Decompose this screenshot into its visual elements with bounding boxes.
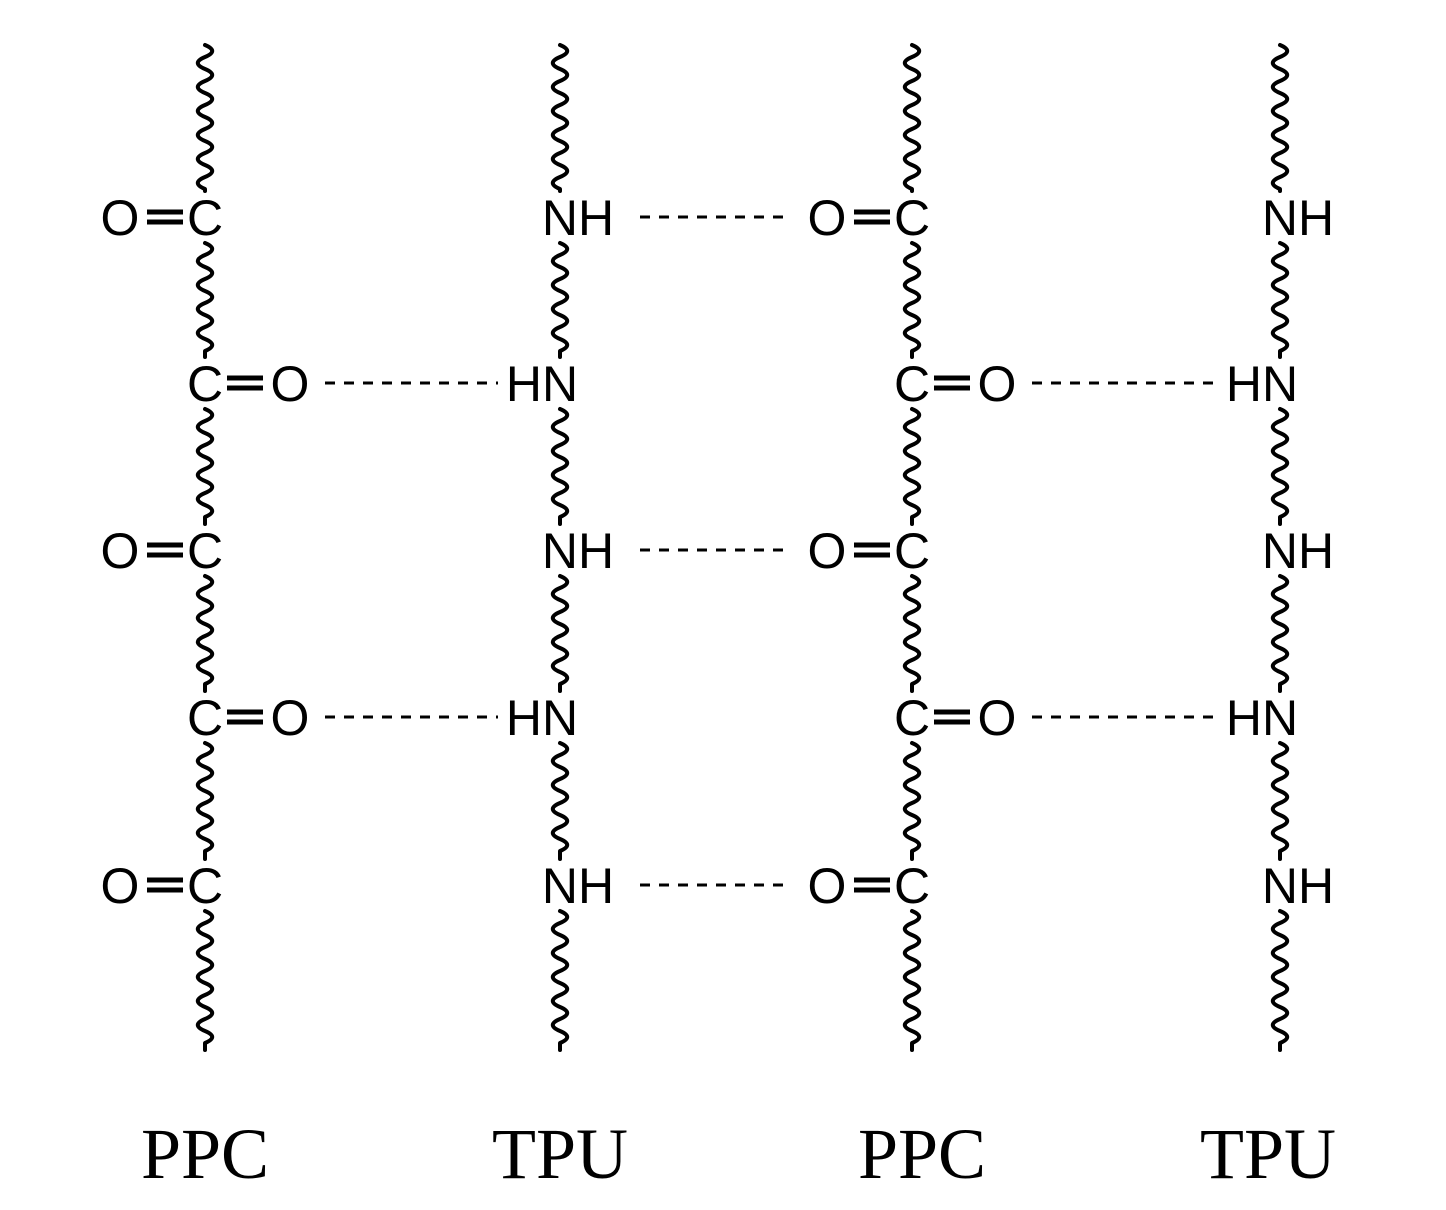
carbon-atom: C <box>187 858 223 914</box>
backbone-segment <box>195 43 215 193</box>
amine-group: HN <box>1226 690 1298 746</box>
amine-group: HN <box>506 356 578 412</box>
backbone-segment <box>902 574 922 693</box>
oxygen-atom: O <box>808 858 847 914</box>
caption-chain-3: PPC <box>858 1114 986 1194</box>
hydrogen-bonds-layer <box>325 215 1218 887</box>
carbon-atom: C <box>187 190 223 246</box>
backbone-segment <box>550 741 570 861</box>
backbone-segment <box>195 241 215 359</box>
backbone-segment <box>1270 909 1290 1052</box>
backbone-segment <box>902 407 922 526</box>
oxygen-atom: O <box>101 858 140 914</box>
backbone-segment <box>1270 407 1290 526</box>
backbone-segment <box>1270 741 1290 861</box>
amine-group: HN <box>1226 356 1298 412</box>
carbon-atom: C <box>187 356 223 412</box>
oxygen-atom: O <box>101 523 140 579</box>
caption-chain-2: TPU <box>492 1114 628 1194</box>
backbone-segment <box>550 43 570 193</box>
oxygen-atom: O <box>101 190 140 246</box>
amine-group: NH <box>1262 523 1334 579</box>
backbone-segment <box>195 909 215 1052</box>
amine-group: NH <box>1262 190 1334 246</box>
backbone-segment <box>195 741 215 861</box>
oxygen-atom: O <box>808 190 847 246</box>
carbon-atom: C <box>894 190 930 246</box>
oxygen-atom: O <box>978 690 1017 746</box>
amine-group: NH <box>542 523 614 579</box>
caption-chain-4: TPU <box>1200 1114 1336 1194</box>
amine-group: NH <box>1262 858 1334 914</box>
amine-group: NH <box>542 858 614 914</box>
backbone-segment <box>550 909 570 1052</box>
carbon-atom: C <box>894 523 930 579</box>
chain-2: NH HN NH HN NH <box>506 43 614 1052</box>
backbone-segment <box>1270 574 1290 693</box>
oxygen-atom: O <box>271 356 310 412</box>
backbone-segment <box>1270 43 1290 193</box>
amine-group: HN <box>506 690 578 746</box>
chain-captions: PPC TPU PPC TPU <box>141 1114 1336 1194</box>
carbon-atom: C <box>894 858 930 914</box>
backbone-segment <box>902 741 922 861</box>
carbon-atom: C <box>894 690 930 746</box>
amine-group: NH <box>542 190 614 246</box>
carbon-atom: C <box>894 356 930 412</box>
backbone-segment <box>550 241 570 359</box>
backbone-segment <box>902 909 922 1052</box>
backbone-segment <box>1270 241 1290 359</box>
backbone-segment <box>550 574 570 693</box>
backbone-segment <box>195 574 215 693</box>
backbone-segment <box>195 407 215 526</box>
oxygen-atom: O <box>271 690 310 746</box>
oxygen-atom: O <box>978 356 1017 412</box>
caption-chain-1: PPC <box>141 1114 269 1194</box>
backbone-segment <box>902 43 922 193</box>
backbone-segment <box>902 241 922 359</box>
oxygen-atom: O <box>808 523 847 579</box>
backbone-segment <box>550 407 570 526</box>
chain-4: NH HN NH HN NH <box>1226 43 1334 1052</box>
carbon-atom: C <box>187 690 223 746</box>
carbon-atom: C <box>187 523 223 579</box>
